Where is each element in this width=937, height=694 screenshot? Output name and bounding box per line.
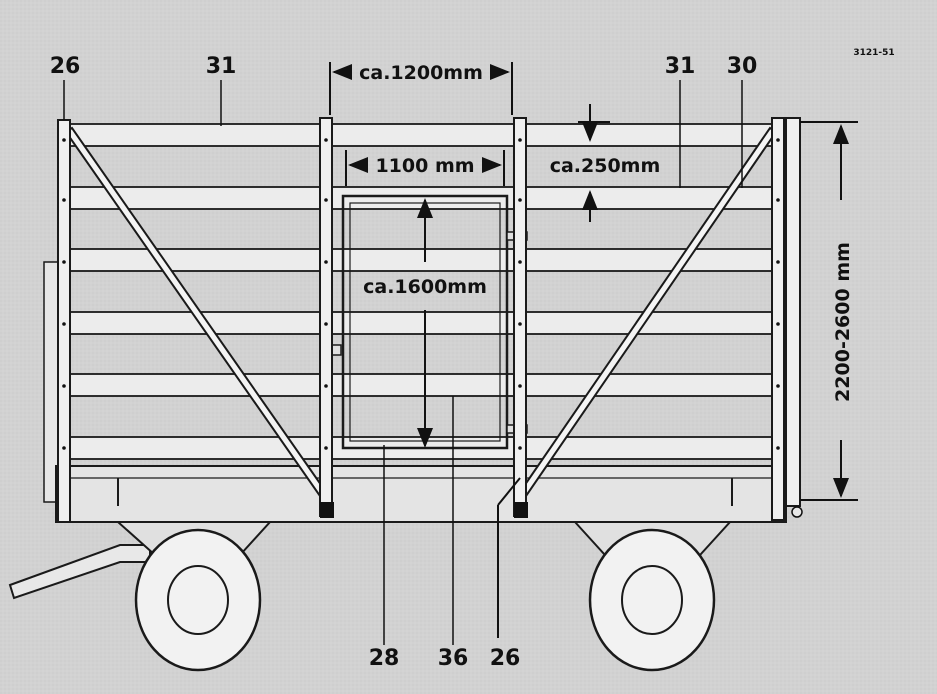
ref-door-frame: 28 <box>369 646 400 671</box>
dimension-lines <box>329 62 858 638</box>
ref-board-left: 31 <box>206 54 237 79</box>
door-height-label: ca.1600mm <box>363 276 487 298</box>
ref-post-left: 26 <box>50 54 81 79</box>
post-rivets <box>62 138 780 450</box>
drawing-code: 3121-51 <box>853 48 894 58</box>
door-width-label: 1100 mm <box>375 155 474 177</box>
panel-width-label: ca.1200mm <box>359 62 483 84</box>
chassis <box>55 465 787 523</box>
front-wheel <box>134 528 262 672</box>
rear-wheel <box>588 528 716 672</box>
vertical-posts <box>57 117 801 523</box>
side-height-label: 2200-2600 mm <box>832 242 854 402</box>
ref-post-bottom: 26 <box>490 646 521 671</box>
ref-board-right: 31 <box>665 54 696 79</box>
post-feet <box>320 502 803 518</box>
ref-brace: 30 <box>727 54 758 79</box>
ref-door: 36 <box>438 646 469 671</box>
board-spacing-label: ca.250mm <box>550 155 661 177</box>
leader-lines <box>63 80 743 645</box>
